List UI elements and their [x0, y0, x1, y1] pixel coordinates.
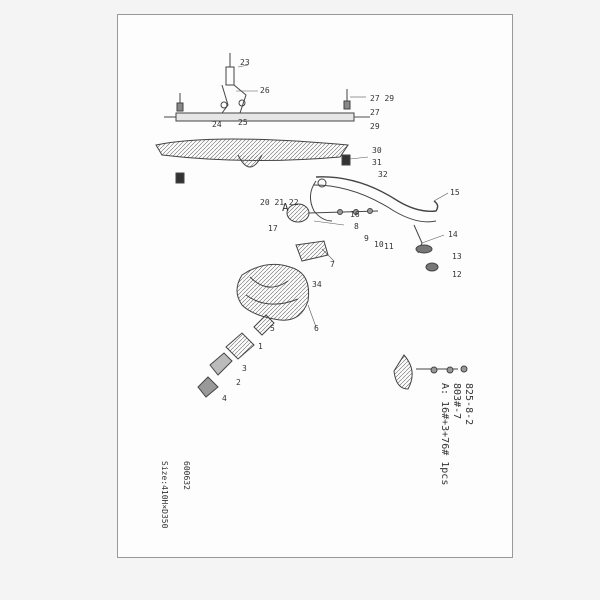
callout-3: 3	[242, 364, 247, 373]
callout-31: 30	[372, 146, 382, 155]
callout-27-29: 27 29	[370, 94, 394, 103]
curved-arm	[310, 176, 439, 223]
callout-28: 27	[370, 108, 380, 117]
callout-25: 25	[238, 118, 248, 127]
spec-block: 825-8-2 803#-7 A: 16#+3+76# 1pcs	[439, 383, 474, 485]
spec-line-3: A: 16#+3+76# 1pcs	[439, 383, 450, 485]
callout-9: 9	[364, 234, 369, 243]
callout-15: 14	[448, 230, 458, 239]
spec-line-1: 825-8-2	[463, 383, 474, 425]
socket-cup	[295, 240, 329, 262]
glass-shade	[236, 263, 310, 321]
bulb-socket	[197, 314, 275, 398]
callout-34: 34	[312, 280, 322, 289]
canopy-screw-right	[343, 89, 351, 110]
nut-right	[341, 154, 351, 166]
hanging-ornament	[413, 224, 439, 272]
callout-2: 2	[236, 378, 241, 387]
nut-left	[175, 172, 185, 184]
canopy-plate	[164, 112, 370, 122]
decorative-dome	[155, 138, 349, 168]
callout-20-22: 20 21 22	[260, 198, 299, 207]
callout-16: 15	[450, 188, 460, 197]
callout-30: 29	[370, 122, 380, 131]
callout-6: 6	[314, 324, 319, 333]
callout-10: 10	[374, 240, 384, 249]
callout-8: 8	[354, 222, 359, 231]
exploded-parts-diagram: 23 26 24 25 27 29 27 29 30 31 32 20 21 2…	[155, 53, 474, 529]
crystal-detail	[393, 354, 468, 390]
callout-1: 1	[258, 342, 263, 351]
callout-23: 23	[240, 58, 250, 67]
crystal-label-a: A	[282, 201, 289, 214]
canopy-screw-left	[176, 93, 184, 112]
callout-26: 26	[260, 86, 270, 95]
callout-33: 32	[378, 170, 388, 179]
callout-7: 7	[330, 260, 335, 269]
doc-info: 600632 Size:410H×D350	[160, 461, 191, 529]
callout-12: 12	[452, 270, 462, 279]
hanging-hook	[220, 53, 247, 114]
callout-4: 4	[222, 394, 227, 403]
callout-24: 24	[212, 120, 222, 129]
doc-code: 600632	[182, 461, 191, 490]
drawing-sheet: 23 26 24 25 27 29 27 29 30 31 32 20 21 2…	[117, 14, 513, 558]
callout-17: 16	[350, 210, 360, 219]
doc-size: Size:410H×D350	[160, 461, 169, 529]
callout-5: 5	[270, 324, 275, 333]
callout-13: 13	[452, 252, 462, 261]
leader-lines	[236, 64, 449, 328]
callout-11: 11	[384, 242, 394, 251]
spec-line-2: 803#-7	[451, 383, 462, 419]
callout-19: 17	[268, 224, 278, 233]
crystal-drop-a	[286, 203, 379, 223]
callout-32: 31	[372, 158, 382, 167]
